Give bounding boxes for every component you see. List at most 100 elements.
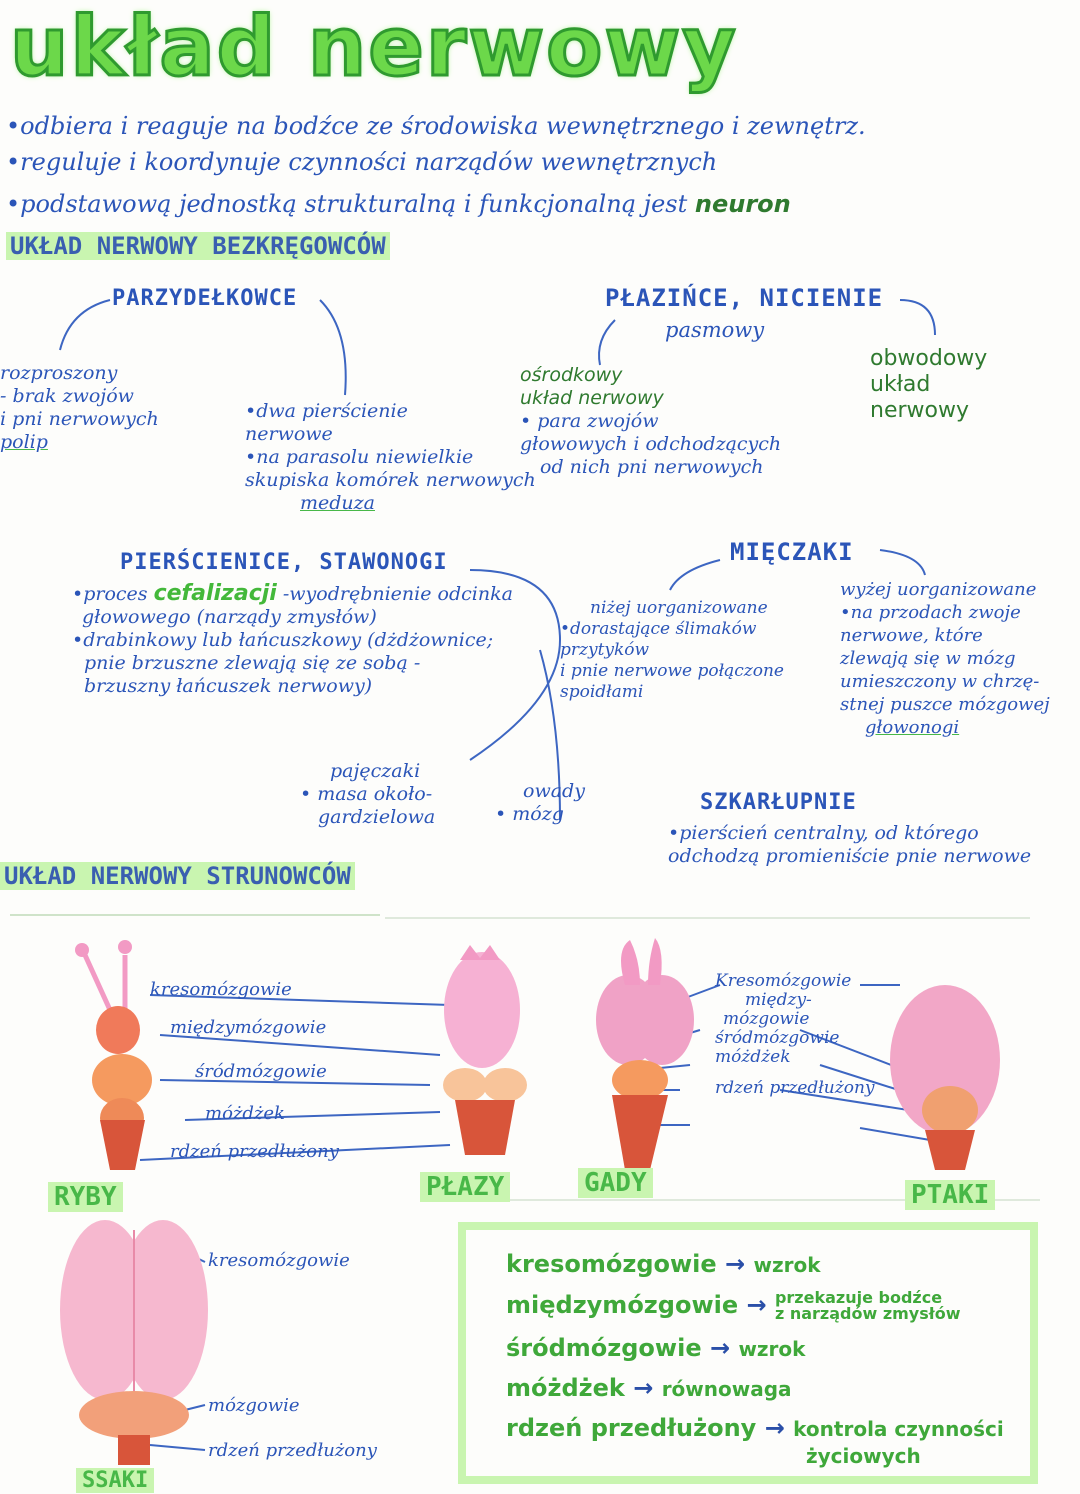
szkarlupnie-heading: SZKARŁUPNIE [700,790,857,815]
legend-part: rdzeń przedłużony [506,1414,757,1442]
intro-line-2: •reguluje i koordynuje czynności narządó… [6,148,718,176]
mieczaki-heading: MIĘCZAKI [730,538,854,566]
os-l3: • para zwojów [520,410,659,432]
pl-l2: - brak zwojów [0,385,134,407]
ob-l1: obwodowy [870,346,988,371]
pj-l3: gardzielowa [318,806,436,828]
section-vertebrates: UKŁAD NERWOWY STRUNOWCÓW [0,862,355,890]
plazince-osrodkowy: ośrodkowy układ nerwowy • para zwojów gł… [520,364,850,479]
legend-function: wzrok [753,1253,821,1277]
sz-l1: •pierścień centralny, od którego [668,822,979,844]
szkarlupnie-text: •pierścień centralny, od którego odchodz… [668,822,1068,868]
fl-kreso: kresomózgowie [150,979,292,1000]
group-gady: GADY [578,1168,653,1198]
group-ryby: RYBY [48,1182,123,1212]
bl-kreso: Kresomózgowie [715,971,852,991]
legend-box: kresomózgowie → wzrok międzymózgowie → p… [458,1222,1038,1484]
arrow-icon: → [633,1374,654,1402]
legend-part: móżdżek [506,1374,625,1402]
ml-l2: •dorastające ślimaków przytyków [560,619,757,660]
pierscienice-text: •proces cefalizacji -wyodrębnienie odcin… [72,582,562,698]
intro-line-1: •odbiera i reaguje na bodźce ze środowis… [6,112,866,140]
pj-l2: • masa około- [300,783,433,805]
arrow-icon: → [764,1414,785,1442]
mr-l6: stnej puszce mózgowej [840,694,1050,715]
os-l2: układ nerwowy [520,387,664,409]
fish-labels: kresomózgowie międzymózgowie śródmózgowi… [150,980,339,1162]
parzydelkowce-heading: PARZYDEŁKOWCE [112,286,298,311]
mammal-label-mozg: mózgowie [208,1395,300,1416]
pc-l4: pnie brzuszne zlewają się ze sobą - [84,652,421,674]
pl-l1: rozproszony [0,362,118,384]
ml-l4: spoidłami [560,682,644,702]
legend-function: przekazuje bodźce z narządów zmysłów [775,1290,961,1322]
bl-miedzy1: między- [745,990,812,1010]
ow-l2: • mózg [495,803,564,825]
group-ptaki: PTAKI [905,1180,996,1210]
pc-l5: brzuszny łańcuszek nerwowy) [84,675,373,697]
legend-part: śródmózgowie [506,1334,702,1362]
mieczaki-right: wyżej uorganizowane •na przodach zwoje n… [840,578,1065,739]
pr-l4: skupiska komórek nerwowych [245,469,536,491]
os-l5: od nich pni nerwowych [540,456,764,478]
plazince-pasmowy: pasmowy [665,318,765,342]
legend-row-5-extra: życiowych [806,1444,921,1468]
pl-example: polip [0,431,48,453]
mammal-brain [60,1220,208,1465]
intro-line-3: •podstawową jednostką strukturalną i fun… [6,190,791,218]
pc-l3: •drabinkowy lub łańcuszkowy (dżdżownice; [72,629,494,651]
legend-function: wzrok [738,1337,806,1361]
bl-rdzen: rdzeń przedłużony [715,1078,875,1098]
group-plazy: PŁAZY [420,1172,511,1202]
intro-line-3-text: •podstawową jednostką strukturalną i fun… [6,190,688,218]
owady: owady • mózg [495,780,585,826]
legend-row-3: śródmózgowie → wzrok [506,1334,805,1362]
arrow-icon: → [725,1250,746,1278]
mammal-label-rdzen: rdzeń przedłużony [208,1440,377,1461]
plazince-heading: PŁAZIŃCE, NICIENIE [605,284,884,312]
fl-mozdz: móżdżek [205,1103,285,1124]
mieczaki-left: niżej uorganizowane •dorastające ślimakó… [560,598,840,703]
bird-brain [890,985,1000,1170]
ob-l2: układ [870,372,931,397]
pierscienice-heading: PIERŚCIENICE, STAWONOGI [120,550,448,575]
ob-l3: nerwowy [870,398,969,423]
mr-l1: wyżej uorganizowane [840,579,1037,600]
ow-l1: owady [523,780,585,802]
ml-l3: i pnie nerwowe połączone [560,661,784,681]
fl-srodm: śródmózgowie [195,1061,327,1082]
legend-row-1: kresomózgowie → wzrok [506,1250,821,1278]
legend-part: kresomózgowie [506,1250,717,1278]
pc-cefalizacji: cefalizacji [153,581,277,606]
legend-row-2: międzymózgowie → przekazuje bodźce z nar… [506,1290,960,1322]
pr-l3: •na parasolu niewielkie [245,446,474,468]
pajeczaki: pajęczaki • masa około- gardzielowa [300,760,435,829]
mr-example: głowonogi [865,717,960,738]
section-invertebrates: UKŁAD NERWOWY BEZKRĘGOWCÓW [6,232,390,260]
fish-brain [75,940,152,1170]
pc-l1-post: -wyodrębnienie odcinka [282,583,513,605]
os-l1: ośrodkowy [520,364,623,386]
bl-mozdz: móżdżek [715,1047,791,1067]
parzydelkowce-right: •dwa pierścienie nerwowe •na parasolu ni… [245,400,555,515]
pr-example: meduza [300,492,375,514]
parzydelkowce-left: rozproszony - brak zwojów i pni nerwowyc… [0,362,220,454]
sz-l2: odchodzą promieniście pnie nerwowe [668,845,1032,867]
pr-l2: nerwowe [245,423,333,445]
bird-labels: Kresomózgowie między- mózgowie śródmózgo… [715,972,875,1098]
legend-row-5: rdzeń przedłużony → kontrola czynności [506,1414,1004,1442]
pc-l2: głowowego (narządy zmysłów) [82,606,377,628]
mr-l4: zlewają się w mózg [840,648,1016,669]
bl-miedzy2: mózgowie [723,1009,810,1029]
arrow-icon: → [746,1291,767,1319]
plazince-obwodowy: obwodowy układ nerwowy [870,346,987,424]
frog-brain [443,945,527,1155]
pc-l1-pre: •proces [72,583,148,605]
page-title: układ nerwowy [9,0,738,97]
os-l4: głowowych i odchodzących [520,433,782,455]
mr-l5: umieszczony w chrzę- [840,671,1040,692]
pr-l1: •dwa pierścienie [245,400,408,422]
legend-function: kontrola czynności [793,1417,1004,1441]
bl-srodm: śródmózgowie [715,1028,840,1048]
